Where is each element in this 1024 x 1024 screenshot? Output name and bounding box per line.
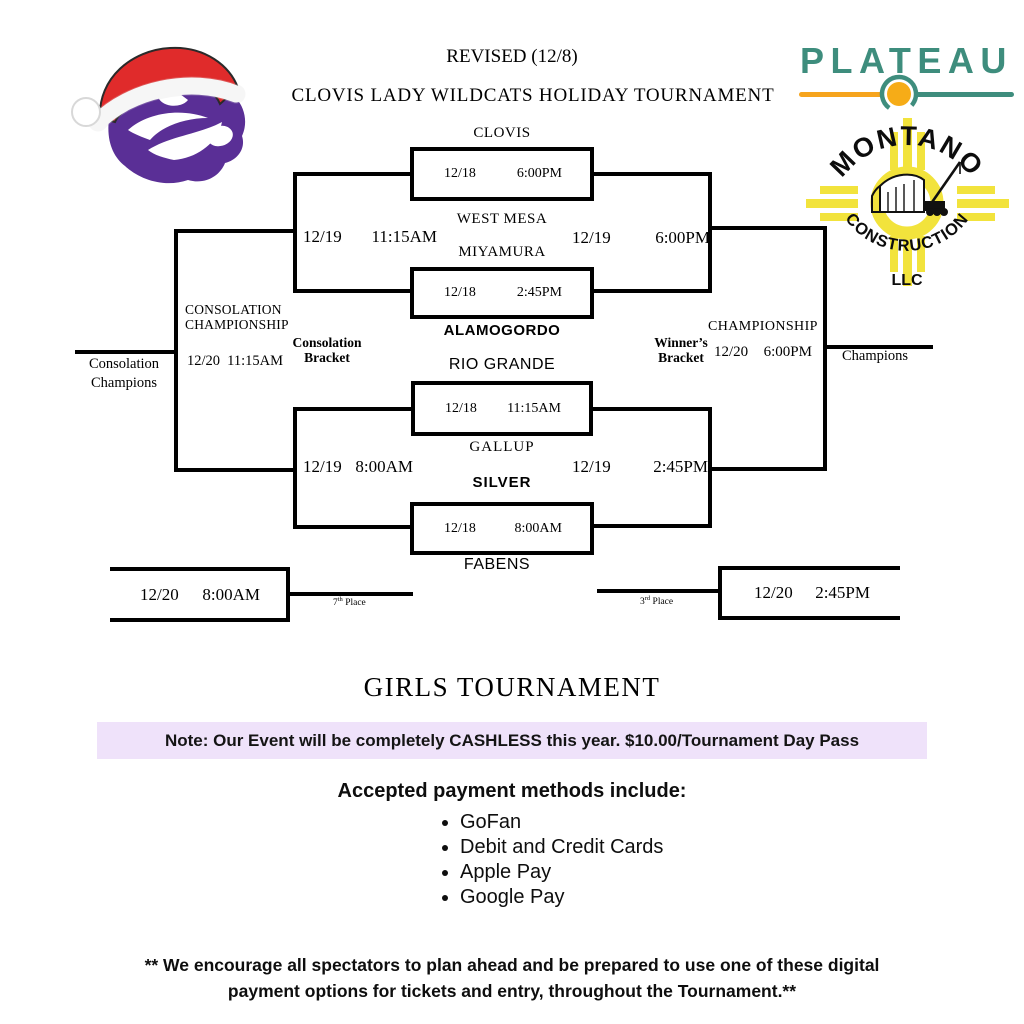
seventh-place-game-box: 12/20 8:00AM	[110, 567, 290, 622]
game-date: 12/20	[754, 583, 793, 602]
semi-bottom-left-game: 12/19 8:00AM	[303, 457, 413, 477]
wildcat-santa-logo	[71, 46, 246, 184]
semi-top-left-game: 12/19 11:15AM	[303, 227, 437, 247]
bracket-line	[75, 350, 178, 354]
consolation-champions-label: Consolation Champions	[88, 356, 160, 391]
game-date: 12/18	[444, 166, 476, 181]
disclaimer: ** We encourage all spectators to plan a…	[0, 953, 1024, 1004]
payment-methods-list: GoFanDebit and Credit CardsApple PayGoog…	[440, 810, 663, 910]
game-date: 12/20	[714, 344, 749, 360]
page-title: CLOVIS LADY WILDCATS HOLIDAY TOURNAMENT	[291, 85, 775, 106]
game-date: 12/19	[303, 227, 342, 246]
third-place-game-box: 12/20 2:45PM	[718, 566, 900, 620]
game-date: 12/20	[140, 584, 179, 604]
payment-method-item: Google Pay	[460, 885, 663, 910]
team-west-mesa: WEST MESA	[456, 211, 548, 227]
payment-method-item: GoFan	[460, 810, 663, 835]
game-box-4: 12/18 8:00AM	[410, 502, 594, 555]
game-date: 12/19	[572, 457, 611, 476]
game-time: 8:00AM	[514, 520, 562, 536]
game-date: 12/18	[444, 520, 476, 536]
championship-final-game: 12/20 6:00PM	[714, 344, 812, 361]
game-time: 2:45PM	[815, 583, 870, 602]
disclaimer-line-1: ** We encourage all spectators to plan a…	[144, 955, 880, 975]
bracket-line	[176, 468, 297, 472]
plateau-wordmark: PLATEAU	[800, 40, 1013, 81]
plateau-logo: PLATEAU	[799, 40, 1014, 114]
game-time: 6:00PM	[655, 228, 710, 247]
revised-label: REVISED (12/8)	[446, 46, 578, 67]
consolation-final-game: 12/20 11:15AM	[187, 353, 283, 370]
team-miyamura: MIYAMURA	[458, 244, 546, 260]
zia-symbol	[806, 118, 1009, 286]
semi-bottom-right-game: 12/19 2:45PM	[572, 457, 708, 477]
team-gallup: GALLUP	[469, 439, 535, 455]
bracket-line	[594, 289, 712, 293]
bracket-line	[710, 226, 827, 230]
bracket-line	[295, 407, 411, 411]
payment-method-item: Apple Pay	[460, 860, 663, 885]
game-time: 2:45PM	[516, 285, 562, 300]
championship-label: CHAMPIONSHIP	[708, 319, 818, 334]
consolation-championship-label: CONSOLATION CHAMPIONSHIP	[185, 302, 289, 332]
game-box-2: 12/18 2:45PM	[410, 267, 594, 319]
bracket-line	[593, 407, 712, 411]
game-time: 11:15AM	[371, 227, 438, 246]
game-date: 12/18	[445, 400, 477, 416]
payments-heading: Accepted payment methods include:	[337, 780, 687, 802]
team-clovis: CLOVIS	[473, 125, 531, 141]
team-silver: SILVER	[472, 474, 532, 491]
bracket-line	[597, 589, 720, 593]
bracket-line	[295, 172, 410, 176]
game-time: 6:00PM	[763, 344, 812, 360]
semi-top-right-game: 12/19 6:00PM	[572, 228, 710, 248]
game-time: 6:00PM	[516, 166, 562, 181]
section-title: GIRLS TOURNAMENT	[363, 672, 661, 702]
disclaimer-line-2: payment options for tickets and entry, t…	[227, 980, 797, 1001]
team-alamogordo: ALAMOGORDO	[443, 322, 561, 339]
bracket-line	[288, 592, 413, 596]
champions-label: Champions	[842, 348, 909, 364]
seventh-place-label: 7th Place	[333, 596, 366, 609]
game-time: 8:00AM	[202, 584, 260, 604]
bracket-line	[825, 345, 933, 349]
game-box-3: 12/18 11:15AM	[411, 381, 593, 436]
game-box-1: 12/18 6:00PM	[410, 147, 594, 201]
montano-llc-text: LLC	[891, 272, 923, 289]
payment-method-item: Debit and Credit Cards	[460, 835, 663, 860]
bracket-line	[708, 172, 712, 293]
game-time: 2:45PM	[653, 457, 708, 476]
cashless-note: Note: Our Event will be completely CASHL…	[97, 722, 927, 759]
game-date: 12/19	[303, 457, 342, 476]
game-time: 11:15AM	[227, 353, 283, 369]
bracket-line	[295, 525, 410, 529]
bracket-line	[176, 229, 297, 233]
team-fabens: FABENS	[463, 556, 531, 573]
winners-bracket-label: Winner’s Bracket	[654, 335, 708, 365]
bracket-line	[295, 289, 410, 293]
santa-hat-pom	[71, 97, 101, 127]
team-rio-grande: RIO GRANDE	[448, 356, 556, 373]
montano-logo: MONTANO CONSTRUCTION LLC	[806, 118, 1009, 289]
building-crane-drawing	[871, 161, 962, 216]
game-date: 12/20	[187, 353, 221, 369]
wildcat-head	[108, 81, 246, 184]
game-date: 12/19	[572, 228, 611, 247]
consolation-bracket-label: Consolation Bracket	[292, 335, 362, 365]
game-time: 11:15AM	[507, 400, 561, 416]
third-place-label: 3rd Place	[640, 595, 674, 608]
game-date: 12/18	[444, 285, 476, 300]
bracket-line	[710, 467, 827, 471]
game-time: 8:00AM	[355, 457, 413, 476]
plateau-dot	[887, 82, 911, 106]
bracket-line	[594, 172, 712, 176]
bracket-line	[594, 524, 712, 528]
